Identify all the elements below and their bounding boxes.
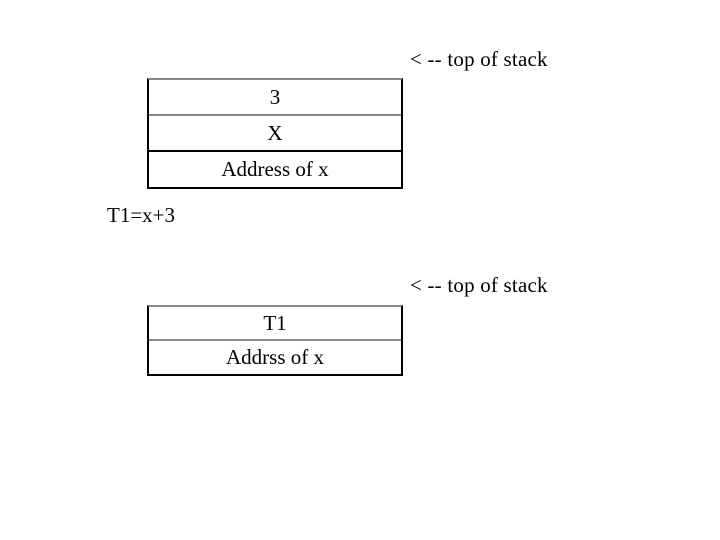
stack-cell: Address of x [149, 152, 401, 187]
stack-cell: 3 [149, 80, 401, 116]
top-of-stack-label-1: < -- top of stack [410, 47, 548, 71]
top-of-stack-label-2: < -- top of stack [410, 273, 548, 297]
stack-cell: T1 [149, 307, 401, 341]
stack-frame-2: T1 Addrss of x [147, 305, 403, 376]
stack-cell: X [149, 116, 401, 152]
stack-cell: Addrss of x [149, 341, 401, 374]
expression-caption: T1=x+3 [107, 203, 176, 227]
stack-frame-1: 3 X Address of x [147, 78, 403, 189]
